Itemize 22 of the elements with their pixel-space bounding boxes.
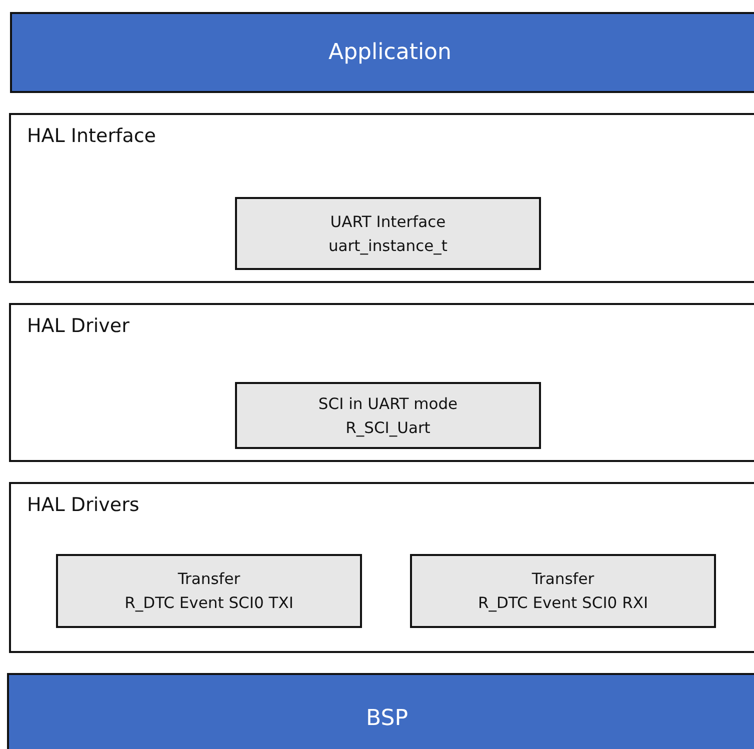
layer-band	[7, 673, 754, 749]
module-text: UART Interface	[330, 212, 446, 232]
layer-title: HAL Drivers	[27, 494, 140, 516]
module-text: R_SCI_Uart	[346, 418, 430, 439]
module-text: R_DTC Event SCI0 RXI	[478, 593, 648, 614]
module-box	[56, 554, 362, 628]
band-label: BSP	[366, 706, 408, 730]
module-text: R_DTC Event SCI0 TXI	[124, 593, 294, 614]
module-box	[410, 554, 716, 628]
layer-title: HAL Interface	[27, 125, 156, 147]
module-text: Transfer	[532, 569, 594, 590]
layer-panel	[9, 113, 754, 283]
module-text: SCI in UART mode	[318, 394, 458, 414]
band-label: Application	[328, 40, 452, 65]
layer-band	[10, 12, 754, 93]
module-box	[235, 382, 541, 449]
layer-title: HAL Driver	[27, 315, 130, 337]
layer-panel	[9, 482, 754, 653]
module-text: Transfer	[178, 569, 240, 590]
layer-panel	[9, 303, 754, 462]
module-box	[235, 197, 541, 270]
module-text: uart_instance_t	[328, 236, 448, 257]
